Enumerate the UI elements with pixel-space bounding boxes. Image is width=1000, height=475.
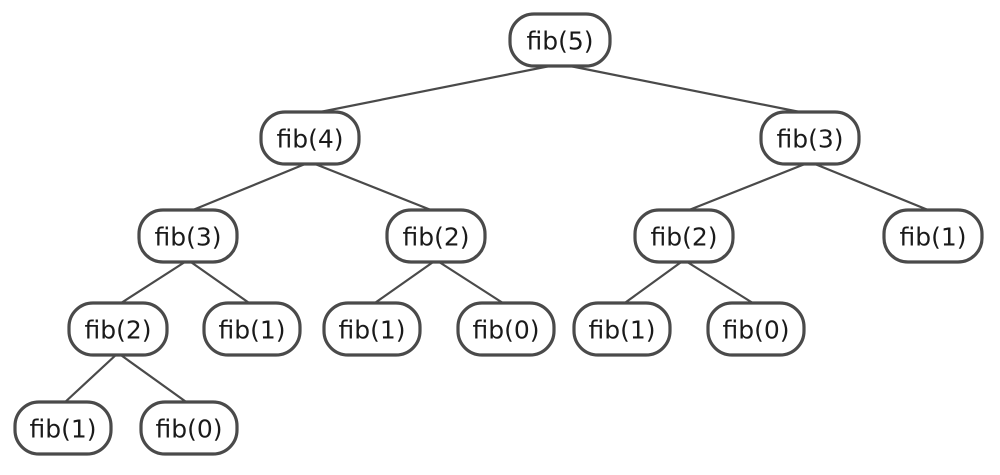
node-box [633, 208, 735, 264]
tree-node-n3r: fib(3) [759, 110, 861, 166]
node-label: fib(5) [526, 27, 593, 56]
node-box [67, 301, 169, 357]
node-box [13, 400, 113, 456]
node-box [259, 110, 361, 166]
node-box [202, 301, 302, 357]
tree-node-n0c: fib(0) [139, 400, 239, 456]
node-label: fib(2) [650, 223, 717, 252]
tree-edge-n4-n2a [308, 160, 438, 214]
node-label: fib(1) [29, 415, 96, 444]
tree-nodes: fib(5) fib(4) fib(3) fib(3) fib(2) fib(2) fib(… [13, 12, 984, 456]
node-box [322, 301, 422, 357]
tree-edge-n2r-n0b [682, 258, 758, 307]
tree-edge-n4-n3l [186, 160, 312, 214]
tree-edge-n2r-n1c [620, 258, 686, 307]
node-label: fib(3) [154, 223, 221, 252]
tree-node-n1r: fib(1) [882, 208, 984, 264]
tree-edge-n3l-n2b [116, 258, 190, 307]
tree-edge-n5-n3r [558, 62, 812, 116]
tree-node-n1a: fib(1) [202, 301, 302, 357]
node-label: fib(0) [722, 316, 789, 345]
node-box [456, 301, 556, 357]
tree-node-n5: fib(5) [508, 12, 612, 68]
tree-node-n4: fib(4) [259, 110, 361, 166]
node-label: fib(4) [276, 125, 343, 154]
node-box [572, 301, 672, 357]
tree-node-n2r: fib(2) [633, 208, 735, 264]
node-box [508, 12, 612, 68]
tree-edge-n2b-n1d [61, 351, 120, 406]
node-box [759, 110, 861, 166]
node-label: fib(3) [776, 125, 843, 154]
tree-edge-n5-n4 [308, 62, 562, 116]
tree-edge-n3l-n1a [186, 258, 254, 307]
tree-edge-n2a-n0a [434, 258, 508, 307]
node-label: fib(2) [84, 316, 151, 345]
tree-edges [61, 62, 935, 406]
tree-node-n2b: fib(2) [67, 301, 169, 357]
node-label: fib(0) [472, 316, 539, 345]
tree-node-n1d: fib(1) [13, 400, 113, 456]
tree-node-n1b: fib(1) [322, 301, 422, 357]
node-label: fib(1) [338, 316, 405, 345]
node-label: fib(1) [588, 316, 655, 345]
tree-node-n2a: fib(2) [385, 208, 487, 264]
node-box [139, 400, 239, 456]
node-label: fib(2) [402, 223, 469, 252]
tree-node-n1c: fib(1) [572, 301, 672, 357]
node-box [882, 208, 984, 264]
tree-edge-n2a-n1b [370, 258, 438, 307]
tree-edge-n3r-n1r [808, 160, 935, 214]
node-box [137, 208, 239, 264]
node-label: fib(0) [155, 415, 222, 444]
tree-node-n0b: fib(0) [706, 301, 806, 357]
node-label: fib(1) [218, 316, 285, 345]
tree-node-n0a: fib(0) [456, 301, 556, 357]
node-box [385, 208, 487, 264]
tree-node-n3l: fib(3) [137, 208, 239, 264]
node-box [706, 301, 806, 357]
node-label: fib(1) [899, 223, 966, 252]
tree-edge-n2b-n0c [116, 351, 191, 406]
tree-edge-n3r-n2r [682, 160, 812, 214]
